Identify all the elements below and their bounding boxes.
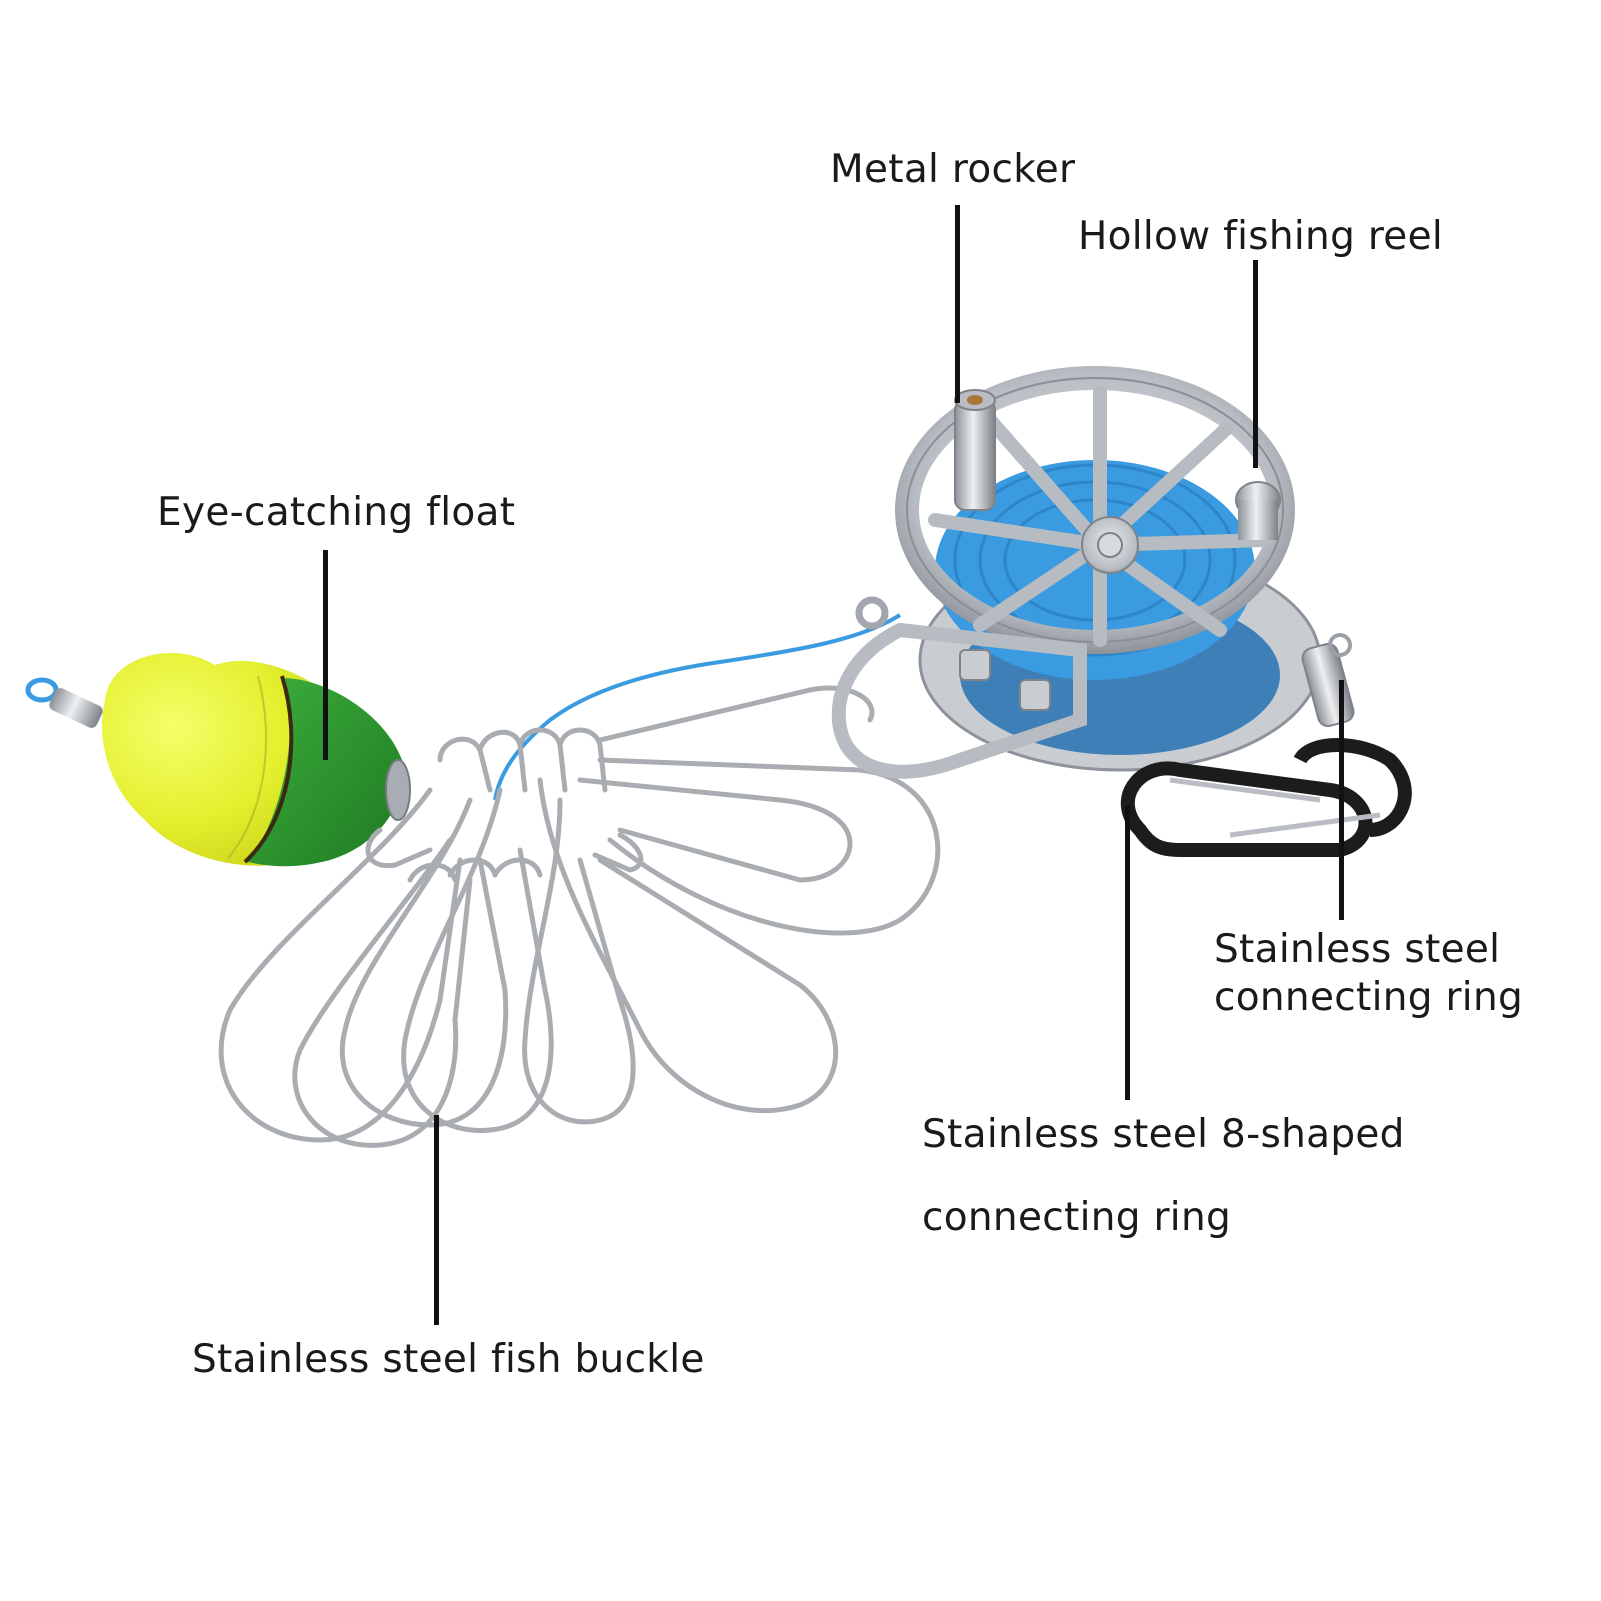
fish-buckles xyxy=(218,685,941,1148)
leader-float xyxy=(323,550,328,760)
reel-group xyxy=(831,366,1355,779)
label-8-ring-line2: connecting ring xyxy=(922,1195,1232,1240)
label-fish-buckle: Stainless steel fish buckle xyxy=(192,1337,705,1382)
label-connecting-ring-line2: connecting ring xyxy=(1214,975,1524,1020)
label-eye-catching-float: Eye-catching float xyxy=(157,490,516,535)
float-green-body xyxy=(248,678,404,867)
float-group xyxy=(25,652,411,867)
label-connecting-ring-line1: Stainless steel xyxy=(1214,927,1501,972)
float-tip-tube xyxy=(49,688,103,728)
leader-connecting-ring xyxy=(1339,680,1344,920)
leader-hollow-reel xyxy=(1253,260,1258,468)
leader-8-ring xyxy=(1125,805,1130,1100)
metal-rocker-handle xyxy=(954,399,996,511)
leader-fish-buckle xyxy=(434,1115,439,1325)
swivel xyxy=(1301,642,1355,728)
label-hollow-fishing-reel: Hollow fishing reel xyxy=(1078,214,1444,259)
label-metal-rocker: Metal rocker xyxy=(830,147,1076,192)
float-cord-loop xyxy=(25,677,59,703)
leader-metal-rocker xyxy=(955,205,960,403)
label-8-ring-line1: Stainless steel 8-shaped xyxy=(922,1112,1405,1157)
carabiner xyxy=(1120,738,1412,857)
float-stripe xyxy=(243,675,294,864)
